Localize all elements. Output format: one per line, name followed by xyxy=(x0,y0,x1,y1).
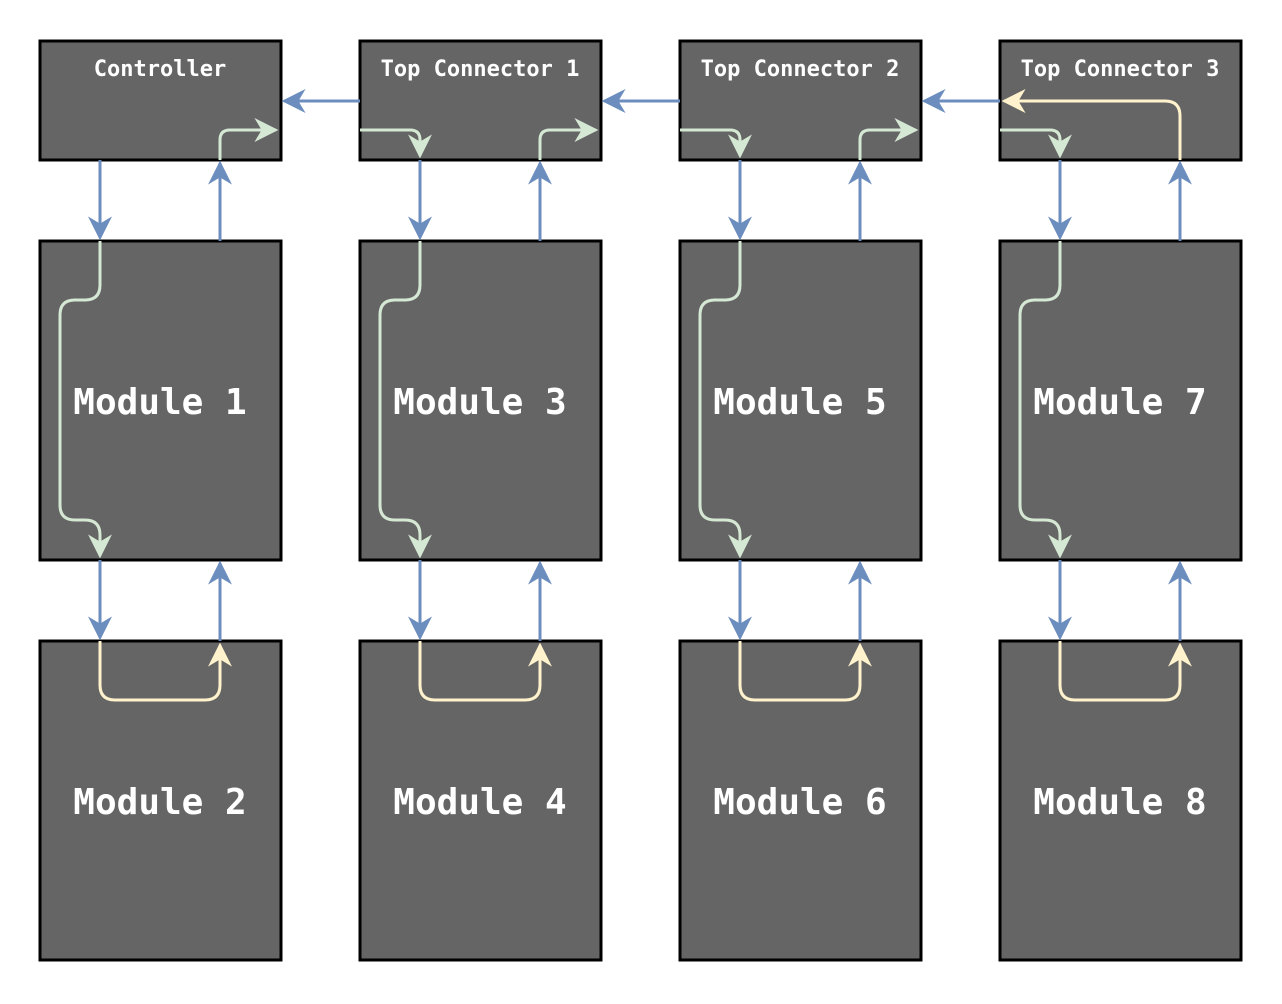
green-path-tc3-in xyxy=(1000,128,1072,159)
module-8-label: Module 8 xyxy=(1033,782,1206,823)
module-3-box: Module 3 xyxy=(358,239,603,562)
top-connector-1-label: Top Connector 1 xyxy=(381,57,580,82)
module-2-label: Module 2 xyxy=(73,782,246,823)
yellow-loop-module-6 xyxy=(738,641,872,702)
module-1-label: Module 1 xyxy=(73,382,246,423)
module-7-box: Module 7 xyxy=(998,239,1243,562)
module-6-label: Module 6 xyxy=(713,782,886,823)
controller-box: Controller xyxy=(38,39,283,162)
green-path-tc1-out xyxy=(538,118,599,160)
module-8-box: Module 8 xyxy=(998,639,1243,962)
top-connector-2-box: Top Connector 2 xyxy=(678,39,923,162)
module-5-label: Module 5 xyxy=(713,382,886,423)
green-signal-paths xyxy=(58,118,1072,559)
yellow-loop-tc3 xyxy=(1001,89,1182,160)
module-3-label: Module 3 xyxy=(393,382,566,423)
yellow-loopback-paths xyxy=(98,89,1192,702)
green-path-module-7 xyxy=(1018,241,1072,559)
green-path-tc2-out xyxy=(858,118,919,160)
yellow-loop-module-2 xyxy=(98,641,232,702)
green-path-module-3 xyxy=(378,241,432,559)
module-7-label: Module 7 xyxy=(1033,382,1206,423)
controller-label: Controller xyxy=(94,57,226,82)
module-4-label: Module 4 xyxy=(393,782,566,823)
green-path-module-5 xyxy=(698,241,752,559)
yellow-loop-module-8 xyxy=(1058,641,1192,702)
top-connector-1-box: Top Connector 1 xyxy=(358,39,603,162)
top-connector-3-label: Top Connector 3 xyxy=(1021,57,1220,82)
yellow-loop-module-4 xyxy=(418,641,552,702)
green-path-module-1 xyxy=(58,241,112,559)
green-path-controller xyxy=(218,118,279,160)
module-6-box: Module 6 xyxy=(678,639,923,962)
module-2-box: Module 2 xyxy=(38,639,283,962)
top-connector-2-label: Top Connector 2 xyxy=(701,57,900,82)
green-path-tc1-in xyxy=(360,128,432,159)
vertical-bus-arrows xyxy=(88,160,1192,641)
module-4-box: Module 4 xyxy=(358,639,603,962)
module-1-box: Module 1 xyxy=(38,239,283,562)
green-path-tc2-in xyxy=(680,128,752,159)
module-5-box: Module 5 xyxy=(678,239,923,562)
